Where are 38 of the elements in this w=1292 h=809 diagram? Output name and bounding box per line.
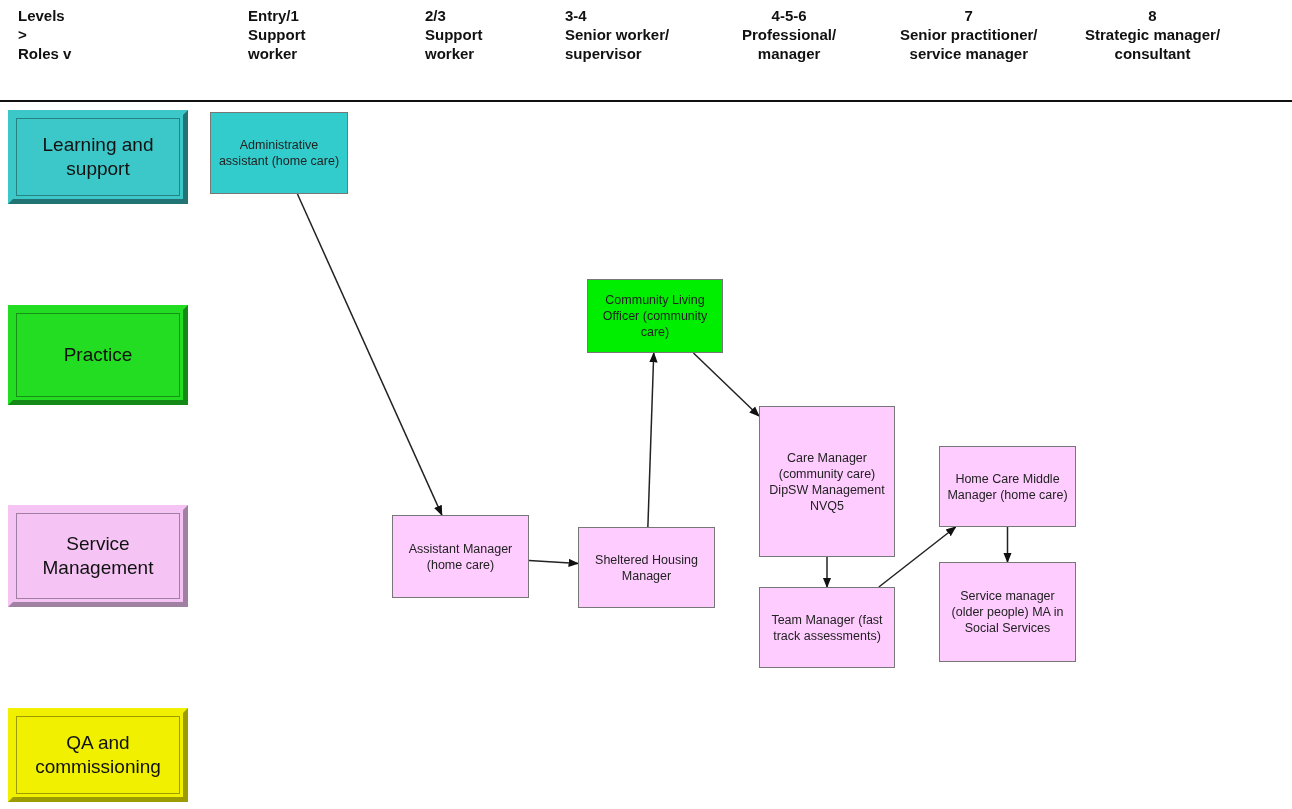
- node-text: Care Manager (community care) DipSW Management NVQ5: [768, 449, 886, 514]
- node-text: QA and commissioning: [34, 731, 162, 779]
- node-text: Service manager (older people) MA in Social Services: [950, 588, 1065, 636]
- node-text: Practice: [63, 343, 133, 367]
- column-heading: 3-4 Senior worker/ supervisor: [565, 6, 670, 63]
- column-heading: 7 Senior practitioner/ service manager: [900, 6, 1038, 63]
- node-text: Team Manager (fast track assessments): [770, 611, 884, 644]
- node-text: Community Living Officer (community care): [601, 292, 709, 340]
- arrow: [822, 556, 832, 589]
- arrow: [1003, 526, 1012, 564]
- node-text: Assistant Manager (home care): [407, 540, 514, 573]
- arrow: [528, 558, 580, 568]
- arrow: [296, 193, 443, 516]
- column-heading: 8 Strategic manager/ consultant: [1085, 6, 1221, 63]
- job-box: [939, 446, 1076, 527]
- arrow: [692, 352, 760, 417]
- column-heading: Levels > Roles v: [18, 6, 72, 63]
- node-text: Learning and support: [41, 133, 155, 181]
- node-text: Home Care Middle Manager (home care): [946, 470, 1069, 503]
- job-box: [759, 406, 895, 557]
- role-band: [8, 708, 188, 802]
- role-band: [8, 305, 188, 405]
- job-box: [210, 112, 348, 194]
- role-band: [8, 110, 188, 204]
- column-heading: 4-5-6 Professional/ manager: [742, 6, 837, 63]
- column-heading: Entry/1 Support worker: [248, 6, 306, 63]
- job-box: [578, 527, 715, 608]
- column-heading: 2/3 Support worker: [425, 6, 483, 63]
- node-text: Sheltered Housing Manager: [594, 551, 699, 584]
- node-text: Service Management: [41, 532, 155, 580]
- job-box: [939, 562, 1076, 662]
- job-box: [392, 515, 529, 598]
- role-band: [8, 505, 188, 607]
- job-box: [587, 279, 723, 353]
- arrow: [647, 351, 658, 528]
- arrow: [878, 526, 957, 588]
- job-box: [759, 587, 895, 668]
- node-text: Administrative assistant (home care): [217, 137, 341, 169]
